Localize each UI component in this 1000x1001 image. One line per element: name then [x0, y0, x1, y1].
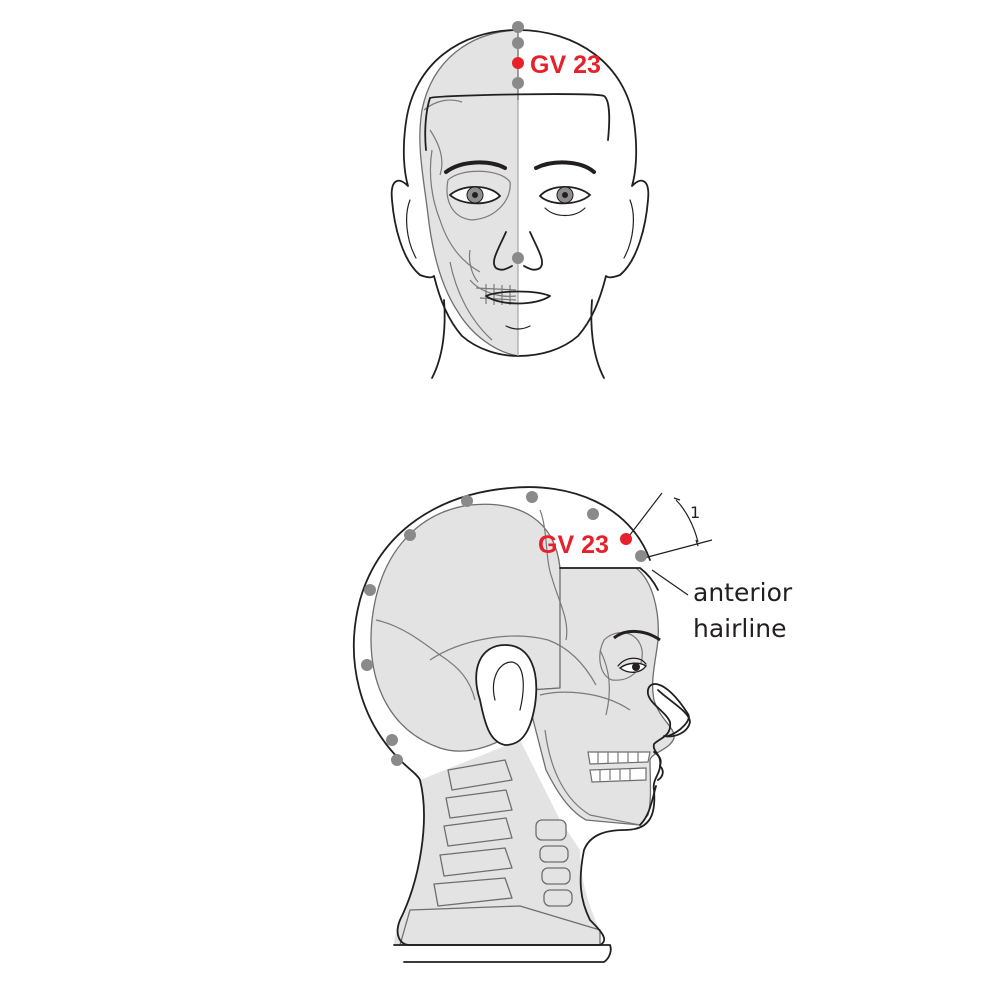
hairline-label-line2: hairline	[693, 614, 787, 643]
front-brow-left	[444, 160, 507, 174]
front-skull-teeth	[475, 284, 517, 305]
front-dot-gv23	[512, 57, 524, 69]
side-hairline	[559, 567, 659, 591]
front-gv23-label: GV 23	[530, 51, 601, 79]
front-chin	[505, 325, 531, 330]
front-eye-left	[448, 185, 502, 205]
measure-label: 1	[690, 503, 700, 522]
side-ear-inner	[492, 661, 524, 711]
side-nose	[657, 689, 691, 738]
side-dot-4	[364, 584, 376, 596]
side-lambdoid-suture	[375, 619, 476, 701]
side-dot-7	[526, 491, 538, 503]
side-chin	[639, 785, 657, 826]
measure-indicator: 1	[625, 492, 713, 559]
side-squamous-suture	[429, 635, 597, 686]
side-coronal-suture	[539, 509, 568, 641]
front-brow-right	[534, 160, 596, 174]
side-collar	[393, 944, 612, 963]
hairline-leader	[651, 569, 689, 596]
side-dot-1	[391, 754, 403, 766]
front-neck-right	[590, 299, 605, 379]
front-skull-jaw	[449, 249, 493, 341]
front-ear-right	[623, 199, 634, 259]
side-dot-9	[635, 550, 647, 562]
front-hairline	[429, 93, 611, 141]
front-neck-left	[431, 299, 446, 379]
cervical-spine	[399, 759, 601, 946]
front-skull-cheek	[429, 149, 517, 297]
side-dot-6	[461, 495, 473, 507]
hairline-label-line1: anterior	[693, 578, 793, 607]
front-dot-nose	[512, 252, 524, 264]
side-head-outline	[353, 486, 690, 946]
front-skull-orbit	[446, 170, 511, 221]
front-mouth	[485, 290, 551, 305]
side-gv23-label: GV 23	[538, 531, 609, 559]
front-view: GV 23	[390, 21, 650, 379]
side-dot-8	[587, 508, 599, 520]
side-dot-2	[386, 734, 398, 746]
side-view: 1 GV 23 anterior hairline	[353, 486, 793, 963]
front-dot-3	[512, 77, 524, 89]
side-dot-3	[361, 659, 373, 671]
front-dot-1	[512, 21, 524, 33]
side-dot-5	[404, 529, 416, 541]
side-eye	[613, 630, 661, 673]
front-eye-right	[538, 185, 592, 217]
side-teeth	[587, 751, 651, 783]
front-nose	[493, 231, 543, 271]
side-lips	[653, 751, 664, 781]
side-mandible	[544, 729, 641, 826]
front-dot-2	[512, 37, 524, 49]
front-ear-left	[406, 199, 417, 259]
side-dot-gv23	[620, 533, 632, 545]
front-hairline-left	[424, 97, 431, 151]
side-zygomatic	[539, 649, 631, 716]
